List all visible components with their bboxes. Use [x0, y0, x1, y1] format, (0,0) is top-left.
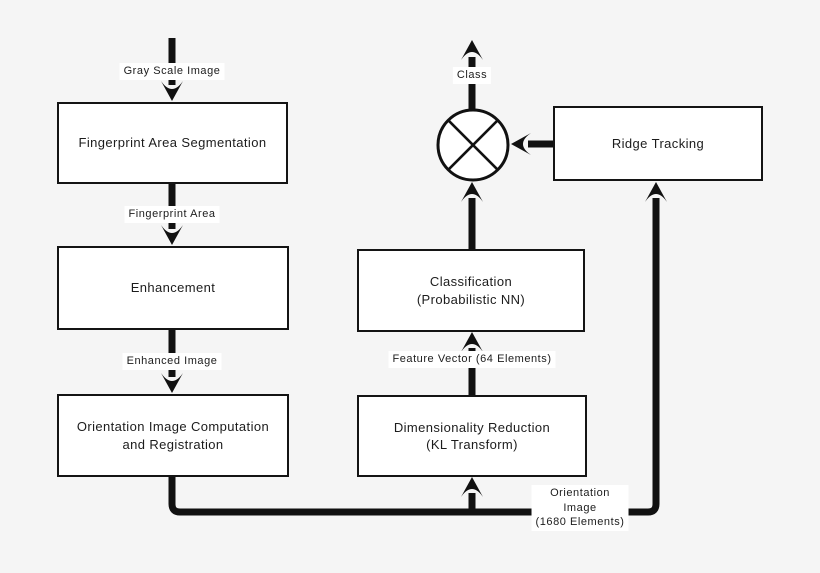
node-enhancement: Enhancement	[57, 246, 289, 330]
node-label-line1: Orientation Image Computation	[76, 419, 270, 435]
edge-label-class-output: Class	[452, 67, 492, 84]
arrowhead-into-reduction	[461, 477, 483, 497]
edge-label-orientation-image: Orientation Image (1680 Elements)	[531, 485, 629, 531]
arrowhead-into-classification	[461, 332, 483, 352]
edge-label-line3: (1680 Elements)	[535, 516, 625, 529]
arrowhead-class-output	[461, 40, 483, 60]
arrowhead-into-segmentation	[161, 81, 183, 101]
node-label-line1: Classification	[429, 274, 513, 290]
edge-label-feature-vector: Feature Vector (64 Elements)	[388, 351, 556, 368]
node-label-line1: Dimensionality Reduction	[393, 419, 551, 435]
arrowhead-into-orientation	[161, 373, 183, 393]
node-label-line2: (KL Transform)	[426, 437, 518, 452]
combiner-junction	[436, 108, 510, 182]
node-label-line2: and Registration	[122, 436, 224, 452]
arrowhead-into-combiner-right	[511, 133, 531, 155]
node-label: Fingerprint Area Segmentation	[78, 135, 267, 151]
node-label: Enhancement	[130, 280, 216, 296]
edge-label-line2: Image	[563, 501, 597, 514]
edge-label-fingerprint-area: Fingerprint Area	[124, 206, 220, 223]
node-label-line2: (Probabilistic NN)	[416, 291, 526, 307]
arrowhead-into-combiner-bottom	[461, 182, 483, 202]
edge-label-line1: Orientation	[550, 487, 610, 499]
arrowhead-into-enhancement	[161, 225, 183, 245]
node-orientation-image-computation: Orientation Image Computation and Regist…	[57, 394, 289, 477]
edge-orientation-bus	[168, 198, 660, 516]
arrowhead-into-ridge	[645, 182, 667, 202]
combiner-cross-line-2	[447, 119, 499, 171]
node-label: Ridge Tracking	[611, 135, 705, 151]
edge-label-gray-scale-image: Gray Scale Image	[119, 63, 225, 80]
node-ridge-tracking: Ridge Tracking	[553, 106, 763, 181]
node-classification: Classification (Probabilistic NN)	[357, 249, 585, 332]
node-dimensionality-reduction: Dimensionality Reduction (KL Transform)	[357, 395, 587, 477]
node-fingerprint-area-segmentation: Fingerprint Area Segmentation	[57, 102, 288, 184]
edge-label-enhanced-image: Enhanced Image	[122, 353, 222, 370]
